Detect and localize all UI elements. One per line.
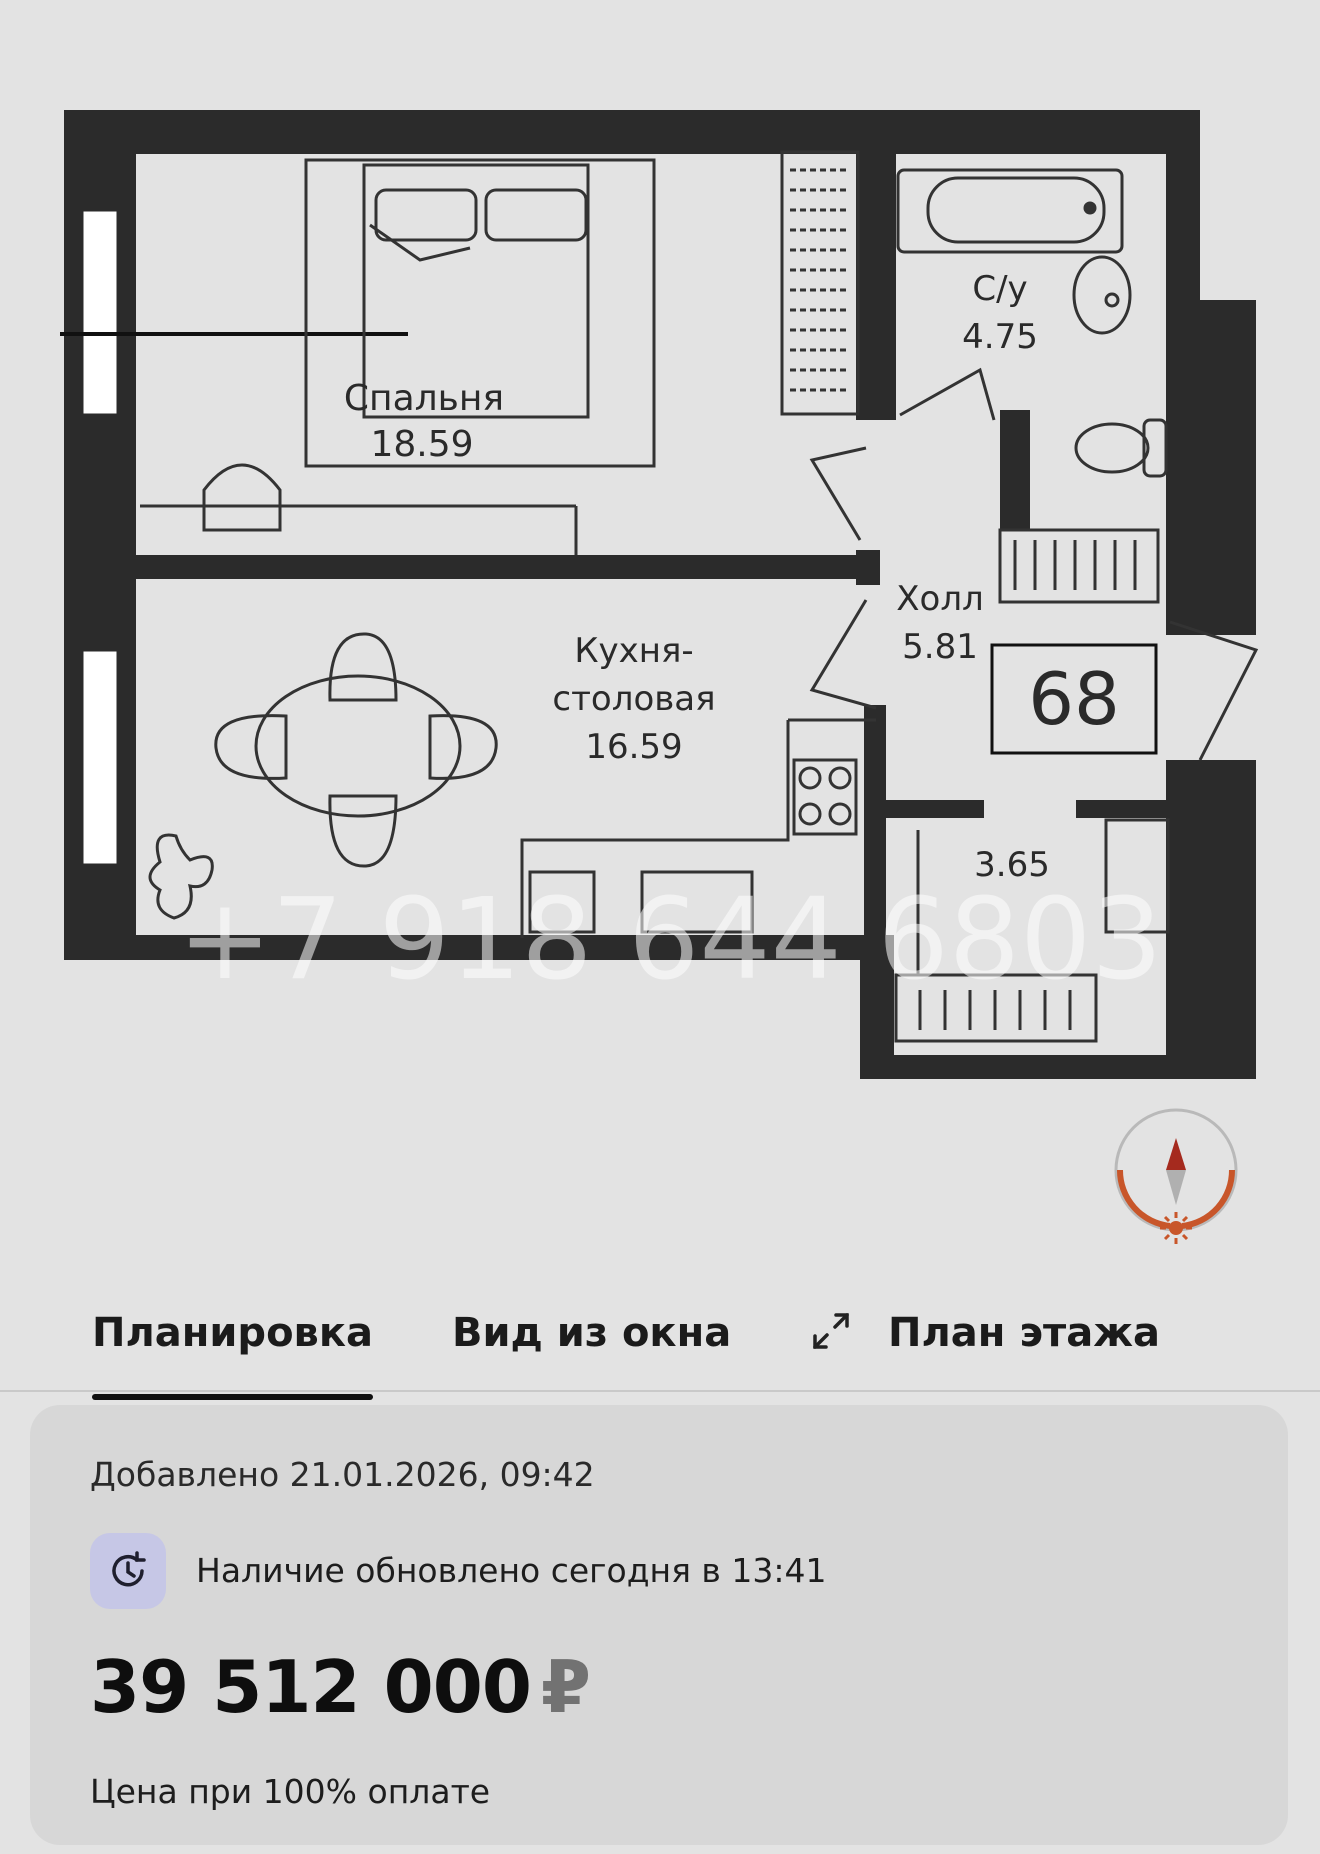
plant-icon: [148, 833, 214, 920]
availability-badge: [90, 1533, 166, 1609]
hall-area: 5.81: [902, 627, 978, 667]
bedroom-name: Спальня: [344, 378, 504, 419]
clock-refresh-icon: [112, 1551, 146, 1587]
walls: [64, 110, 1256, 1079]
kitchen-area: 16.59: [585, 727, 682, 767]
price-note: Цена при 100% оплате: [90, 1772, 491, 1811]
doors: [809, 367, 1259, 761]
watermark-phone: +7 918 644 6803: [178, 875, 1162, 1005]
wardrobe-icon: [780, 150, 860, 416]
bathroom-name: С/у: [972, 269, 1027, 309]
storage-shelves-icon: [894, 818, 1170, 1043]
sink-icon: [1072, 255, 1132, 335]
armchair-icon: [140, 463, 578, 555]
bathroom-area: 4.75: [962, 317, 1038, 357]
availability-updated: Наличие обновлено сегодня в 13:41: [196, 1551, 827, 1590]
tab-window-view[interactable]: Вид из окна: [452, 1310, 732, 1356]
floor-plan: 68 Спальня 18.59 С/у 4.75 Холл 5.81 Кухн…: [60, 110, 1259, 1244]
storage-area: 3.65: [974, 845, 1050, 885]
view-tabs: Планировка Вид из окна План этажа: [0, 1290, 1320, 1400]
price-value: 39 512 000: [90, 1645, 532, 1729]
compass-north-sun-icon: [1114, 1108, 1238, 1244]
toilet-icon: [1074, 418, 1168, 478]
kitchen-name-line2: столовая: [552, 679, 715, 719]
kitchen-name-line1: Кухня-: [574, 631, 693, 671]
expand-arrows-icon[interactable]: [808, 1308, 854, 1354]
bedroom-area: 18.59: [370, 424, 473, 465]
listing-info-card: Добавлено 21.01.2026, 09:42 Наличие обно…: [30, 1405, 1288, 1845]
hall-name: Холл: [896, 579, 984, 619]
windows: [80, 208, 120, 867]
tab-layout[interactable]: Планировка: [92, 1310, 373, 1400]
apartment-number: 68: [1028, 657, 1120, 741]
bed-icon: [304, 158, 656, 468]
shoe-rack-icon: [998, 528, 1160, 604]
price: 39 512 000₽: [90, 1645, 591, 1729]
tab-floor-plan[interactable]: План этажа: [888, 1310, 1161, 1356]
dining-table-icon: [214, 632, 498, 868]
bathtub-icon: [896, 168, 1124, 254]
currency-symbol: ₽: [540, 1645, 591, 1729]
kitchen-counter-icon: [520, 718, 876, 938]
apartment-number-box: [990, 643, 1158, 755]
added-date: Добавлено 21.01.2026, 09:42: [90, 1455, 595, 1494]
